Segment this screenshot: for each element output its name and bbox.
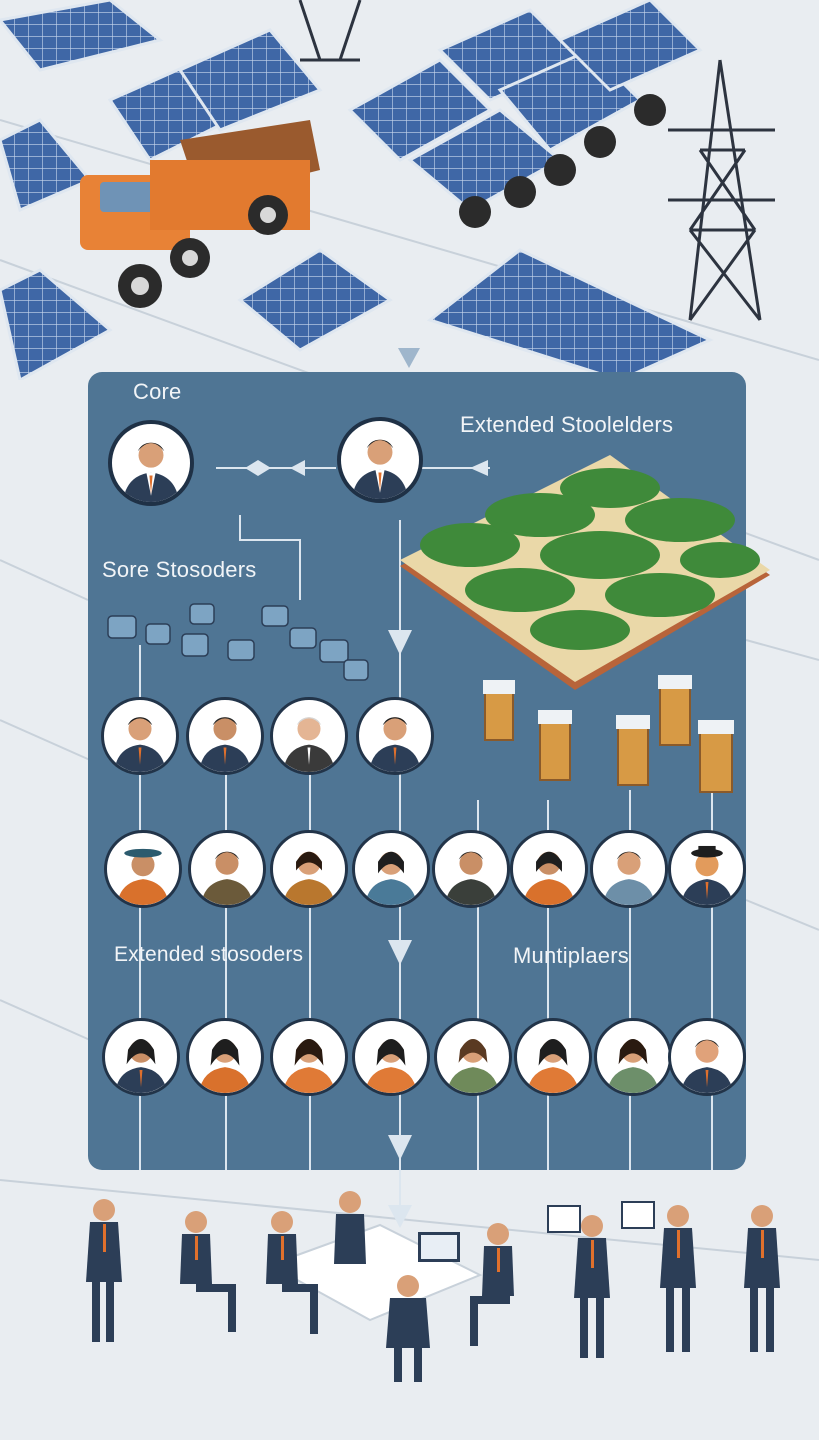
label-extended-mid: Extended stosoders	[114, 943, 304, 966]
avatar-row3-4	[352, 830, 430, 908]
device-icons	[107, 603, 369, 681]
avatar-row4-5	[434, 1018, 512, 1096]
meeting-table-icon	[267, 1201, 655, 1322]
avatar-core-2	[337, 417, 423, 503]
avatar-row4-8	[668, 1018, 746, 1096]
flow-arrow-top	[398, 348, 420, 368]
avatar-core-1	[108, 420, 194, 506]
solar-panel-group	[0, 0, 714, 380]
panel-trailer-icon	[459, 94, 666, 228]
avatar-row4-1	[102, 1018, 180, 1096]
label-sore: Sore Stosoders	[102, 557, 257, 582]
avatar-row4-4	[352, 1018, 430, 1096]
avatar-row4-2	[186, 1018, 264, 1096]
avatar-row3-6	[510, 830, 588, 908]
label-extended-top: Extended Stoolelders	[460, 412, 674, 437]
label-core: Core	[133, 379, 182, 404]
avatar-row3-3	[270, 830, 348, 908]
avatar-row2-2	[186, 697, 264, 775]
power-pylon-icon	[298, 0, 775, 321]
avatar-row2-3	[270, 697, 348, 775]
avatar-row3-8	[668, 830, 746, 908]
label-multipliers: Muntiplaers	[513, 943, 629, 968]
avatar-row2-1	[101, 697, 179, 775]
avatar-row4-3	[270, 1018, 348, 1096]
avatar-row4-6	[514, 1018, 592, 1096]
solar-farm-scene	[0, 0, 775, 380]
avatar-row3-2	[188, 830, 266, 908]
avatar-row3-5	[432, 830, 510, 908]
avatar-row3-1	[104, 830, 182, 908]
truck-icon	[80, 120, 320, 308]
avatar-row2-4	[356, 697, 434, 775]
avatar-row3-7	[590, 830, 668, 908]
